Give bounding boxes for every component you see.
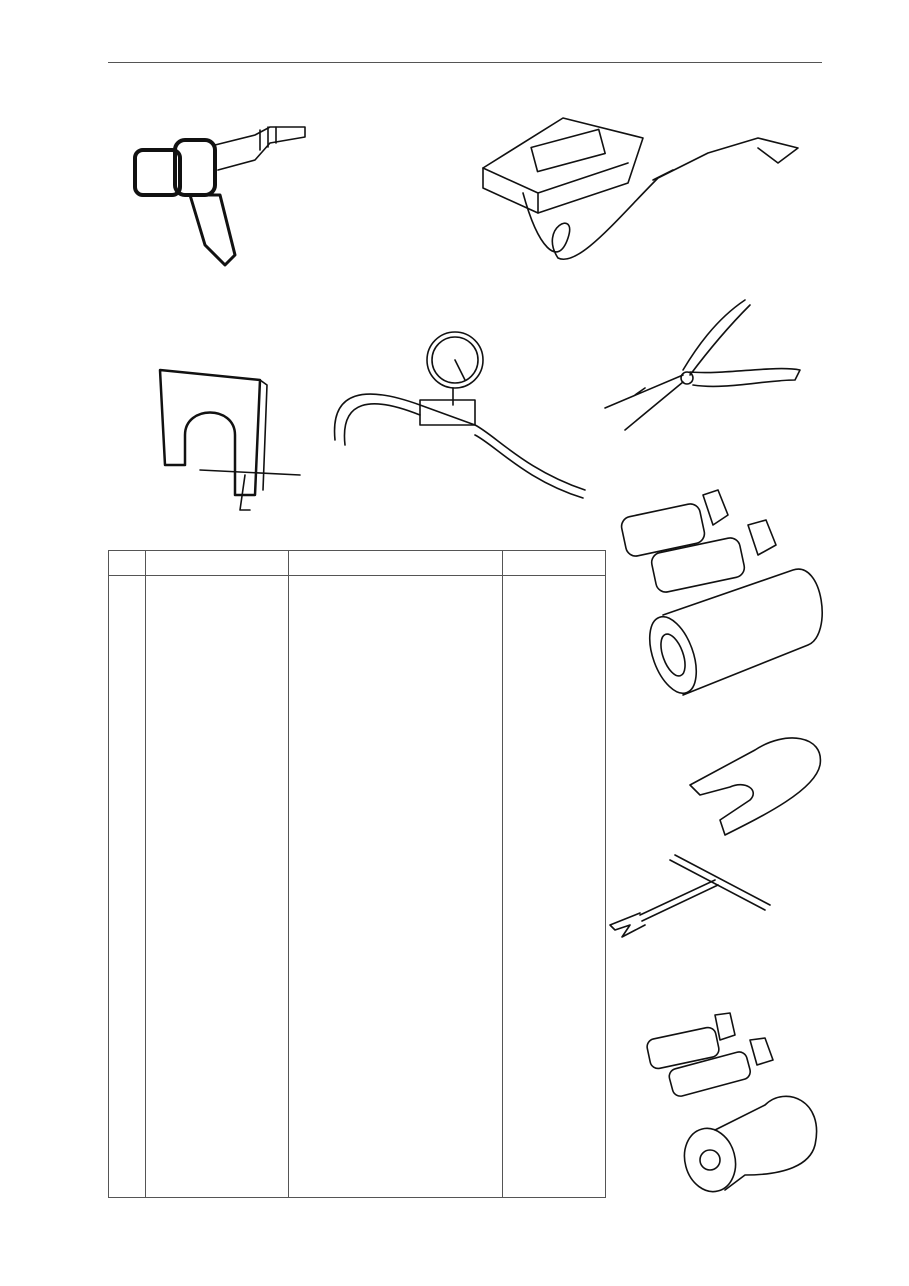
fork-plate-illustration <box>685 725 825 840</box>
header-cell <box>108 550 146 576</box>
bolts-and-puller-illustration <box>645 1005 820 1195</box>
header-cell <box>145 550 289 576</box>
t-handle-fork-illustration <box>609 854 771 940</box>
header-cell <box>288 550 503 576</box>
injector-tool-illustration <box>130 115 315 275</box>
table-header-row <box>108 550 606 576</box>
tools-table <box>108 550 606 1198</box>
table-cell <box>502 575 606 1198</box>
circuit-tester-illustration <box>478 108 808 273</box>
table-cell <box>288 575 503 1198</box>
holder-bracket-illustration <box>155 365 305 515</box>
pliers-illustration <box>604 299 805 435</box>
table-cell <box>108 575 146 1198</box>
table-cell <box>145 575 289 1198</box>
header-cell <box>502 550 606 576</box>
table-row <box>108 575 606 1198</box>
threaded-adapters-illustration <box>618 485 828 700</box>
header-rule <box>108 62 822 63</box>
pressure-gauge-illustration <box>325 330 590 500</box>
